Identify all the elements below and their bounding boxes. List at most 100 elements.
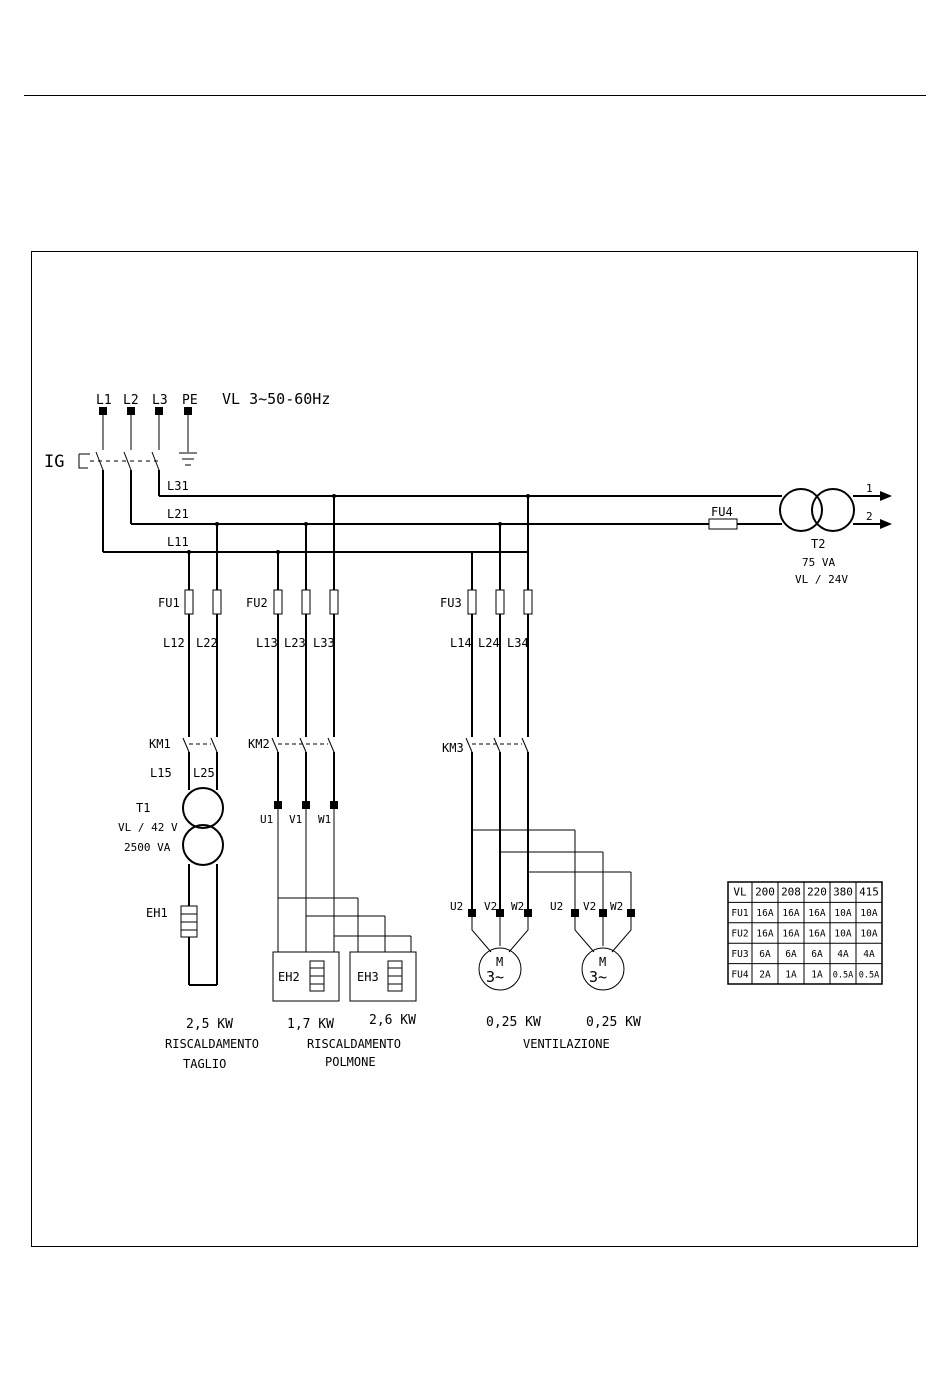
terminal-l2: L2 [123,393,139,408]
terminal-u1: U1 [260,813,273,826]
wire-l25: L25 [193,766,215,780]
heater-eh2-box [272,951,340,1002]
fuse-table-cell: 0.5A [833,970,853,980]
taglio-caption-1: RISCALDAMENTO [165,1037,259,1051]
fuse-table-header-cell: 380 [833,886,853,899]
circuit-taglio: FU1 L12 L22 KM1 L15 L25 T1 VL / 42 V 250… [118,522,259,1071]
wire-l24: L24 [478,636,500,650]
terminal-l1: L1 [96,393,112,408]
heater-eh2-label: EH2 [278,970,300,984]
control-transformer-t2: FU4 1 2 T2 75 VA VL / 24V [708,482,892,586]
header-rule [24,95,926,96]
heater-eh1-icon [180,905,198,938]
wire-l12: L12 [163,636,185,650]
fuse-table-cell: 16A [808,908,825,919]
motor-2-symbol: M [599,955,606,969]
wire-l15: L15 [150,766,172,780]
fuse-table-cell: 16A [756,908,773,919]
fuse-table-cell: 4A [863,949,875,960]
fuse-table-cell: FU3 [731,949,748,960]
fuse-table-header-cell: 208 [781,886,801,899]
fuse-fu3-c [523,589,533,615]
fuse-fu4-label: FU4 [711,505,733,519]
m1-terminal-w2: W2 [511,900,524,913]
line-l21-label: L21 [167,507,189,521]
m2-terminal-w2: W2 [610,900,623,913]
m2-terminal-v2: V2 [583,900,596,913]
main-switch-label: IG [44,452,64,472]
t1-primary-coil [182,787,224,829]
motor-1-power: 0,25 KW [486,1015,541,1030]
terminal-l3: L3 [152,393,168,408]
fuse-table-header-cell: 220 [807,886,827,899]
wire-l33: L33 [313,636,335,650]
fuse-fu1-a [184,589,194,615]
eh3-power: 2,6 KW [369,1013,416,1028]
fuse-table-cell: 10A [834,929,851,940]
t2-secondary-coil [811,488,855,532]
fuse-table-cell: 10A [860,908,877,919]
ventilazione-caption: VENTILAZIONE [523,1037,610,1051]
taglio-power: 2,5 KW [186,1017,233,1032]
fuse-fu2-c [329,589,339,615]
fuse-fu2-b [301,589,311,615]
main-switch-ig: IG [44,415,197,472]
fuse-fu4 [708,518,738,530]
fuse-table-cell: 1A [811,969,823,980]
supply-voltage: VL 3~50-60Hz [222,390,330,408]
m2-terminal-u2: U2 [550,900,563,913]
fuse-table-cell: 0.5A [859,970,879,980]
diagram-frame [31,251,918,1247]
fuse-table-cell: 10A [860,929,877,940]
circuit-ventilazione: FU3 L14 L24 L34 KM3 U2 V2 W2 U2 V2 [440,494,641,1051]
contactor-km2-label: KM2 [248,737,270,751]
circuit-polmone: FU2 L13 L23 L33 KM2 U1 V1 W1 EH2 [246,494,417,1069]
fuse-table-cell: 16A [756,929,773,940]
fuse-fu1-label: FU1 [158,596,180,610]
fuse-fu2-label: FU2 [246,596,268,610]
fuse-table-cell: FU2 [731,929,748,940]
fuse-fu2-a [273,589,283,615]
fuse-table-cell: 2A [759,969,771,980]
motor-2-icon [581,947,625,991]
t1-secondary-coil [182,824,224,866]
motor-1-phase: 3~ [486,968,504,986]
fuse-table-cell: 16A [782,908,799,919]
fuse-table-cell: 4A [837,949,849,960]
t1-name: T1 [136,801,150,815]
wire-l13: L13 [256,636,278,650]
heater-eh3-icon [387,960,403,992]
t2-output-2: 2 [866,510,873,523]
heater-eh3-label: EH3 [357,970,379,984]
heater-eh2-icon [309,960,325,992]
t1-ratio: VL / 42 V [118,821,178,834]
fuse-fu3-label: FU3 [440,596,462,610]
t2-primary-coil [779,488,823,532]
polmone-caption-1: RISCALDAMENTO [307,1037,401,1051]
terminal-v1: V1 [289,813,302,826]
motor-2-phase: 3~ [589,968,607,986]
terminal-pe: PE [182,393,198,408]
wire-l22: L22 [196,636,218,650]
t2-name: T2 [811,537,825,551]
heater-eh3-box [349,951,417,1002]
fuse-table-cell: 6A [759,949,771,960]
fuse-fu3-a [467,589,477,615]
t2-output-1: 1 [866,482,873,495]
motor-1-symbol: M [496,955,503,969]
fuse-table-header-cell: 415 [859,886,879,899]
t2-power: 75 VA [802,556,835,569]
t2-output-1-arrow-icon [880,491,892,501]
fuse-fu3-b [495,589,505,615]
fuse-table-cell: FU4 [731,969,748,980]
line-l31-label: L31 [167,479,189,493]
fuse-table-cell: 1A [785,969,797,980]
heater-eh1-label: EH1 [146,906,168,920]
wire-l23: L23 [284,636,306,650]
fuse-table-cell: 6A [785,949,797,960]
taglio-caption-2: TAGLIO [183,1057,226,1071]
eh2-power: 1,7 KW [287,1017,334,1032]
m1-terminal-v2: V2 [484,900,497,913]
